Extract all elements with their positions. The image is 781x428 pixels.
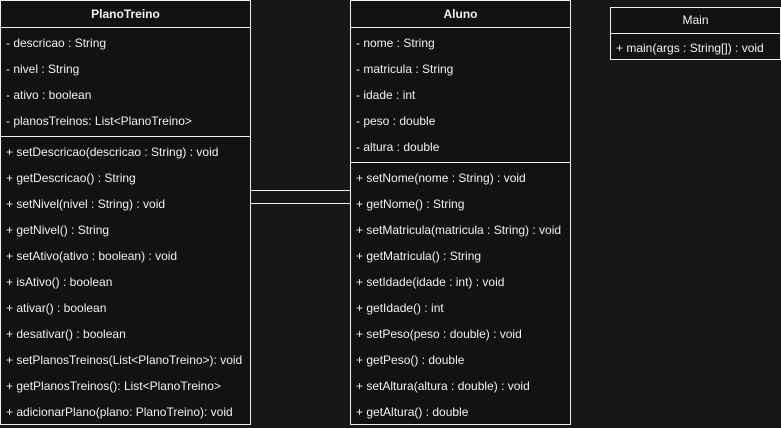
class-name: Aluno	[351, 1, 570, 28]
attribute-row: - altura : double	[356, 140, 440, 154]
attribute-row: - ativo : boolean	[6, 88, 92, 102]
method-row: + getDescricao() : String	[6, 171, 136, 185]
class-name: Main	[611, 8, 780, 34]
method-row: + getNivel() : String	[6, 223, 110, 237]
method-row: + getNome() : String	[356, 197, 465, 211]
method-row: + setPeso(peso : double) : void	[356, 327, 522, 341]
method-row: + getIdade() : int	[356, 301, 444, 315]
method-row: + setNome(nome : String) : void	[356, 171, 526, 185]
method-row: + setAltura(altura : double) : void	[356, 379, 530, 393]
attribute-row: - matricula : String	[356, 62, 454, 76]
method-row: + setIdade(idade : int) : void	[356, 275, 505, 289]
method-row: + getPlanosTreinos(): List<PlanoTreino>	[6, 379, 221, 393]
attribute-row: - idade : int	[356, 88, 416, 102]
method-row: + setAtivo(ativo : boolean) : void	[6, 249, 178, 263]
attribute-row: - nome : String	[356, 36, 435, 50]
method-row: + setMatricula(matricula : String) : voi…	[356, 223, 562, 237]
method-row: + ativar() : boolean	[6, 301, 107, 315]
method-row: + getPeso() : double	[356, 353, 465, 367]
method-row: + setPlanosTreinos(List<PlanoTreino>): v…	[6, 353, 243, 367]
class-main[interactable]: Main + main(args : String[]) : void	[610, 7, 781, 60]
method-row: + setDescricao(descricao : String) : voi…	[6, 145, 219, 159]
methods-section: + setNome(nome : String) : void + getNom…	[351, 163, 570, 427]
attributes-section: - nome : String - matricula : String - i…	[351, 28, 570, 163]
method-row: + desativar() : boolean	[6, 327, 126, 341]
method-row: + getMatricula() : String	[356, 249, 482, 263]
methods-section: + setDescricao(descricao : String) : voi…	[1, 137, 250, 427]
method-row: + main(args : String[]) : void	[616, 41, 764, 55]
attributes-section: - descricao : String - nivel : String - …	[1, 28, 250, 137]
attribute-row: - peso : double	[356, 114, 436, 128]
class-aluno[interactable]: Aluno - nome : String - matricula : Stri…	[350, 0, 571, 425]
methods-section: + main(args : String[]) : void	[611, 34, 780, 63]
method-row: + isAtivo() : boolean	[6, 275, 113, 289]
attribute-row: - nivel : String	[6, 62, 80, 76]
attribute-row: - descricao : String	[6, 36, 107, 50]
class-name: PlanoTreino	[1, 1, 250, 28]
method-row: + setNivel(nivel : String) : void	[6, 197, 166, 211]
class-planotreino[interactable]: PlanoTreino - descricao : String - nivel…	[0, 0, 251, 425]
method-row: + getAltura() : double	[356, 405, 469, 419]
method-row: + adicionarPlano(plano: PlanoTreino): vo…	[6, 405, 233, 419]
attribute-row: - planosTreinos: List<PlanoTreino>	[6, 114, 192, 128]
